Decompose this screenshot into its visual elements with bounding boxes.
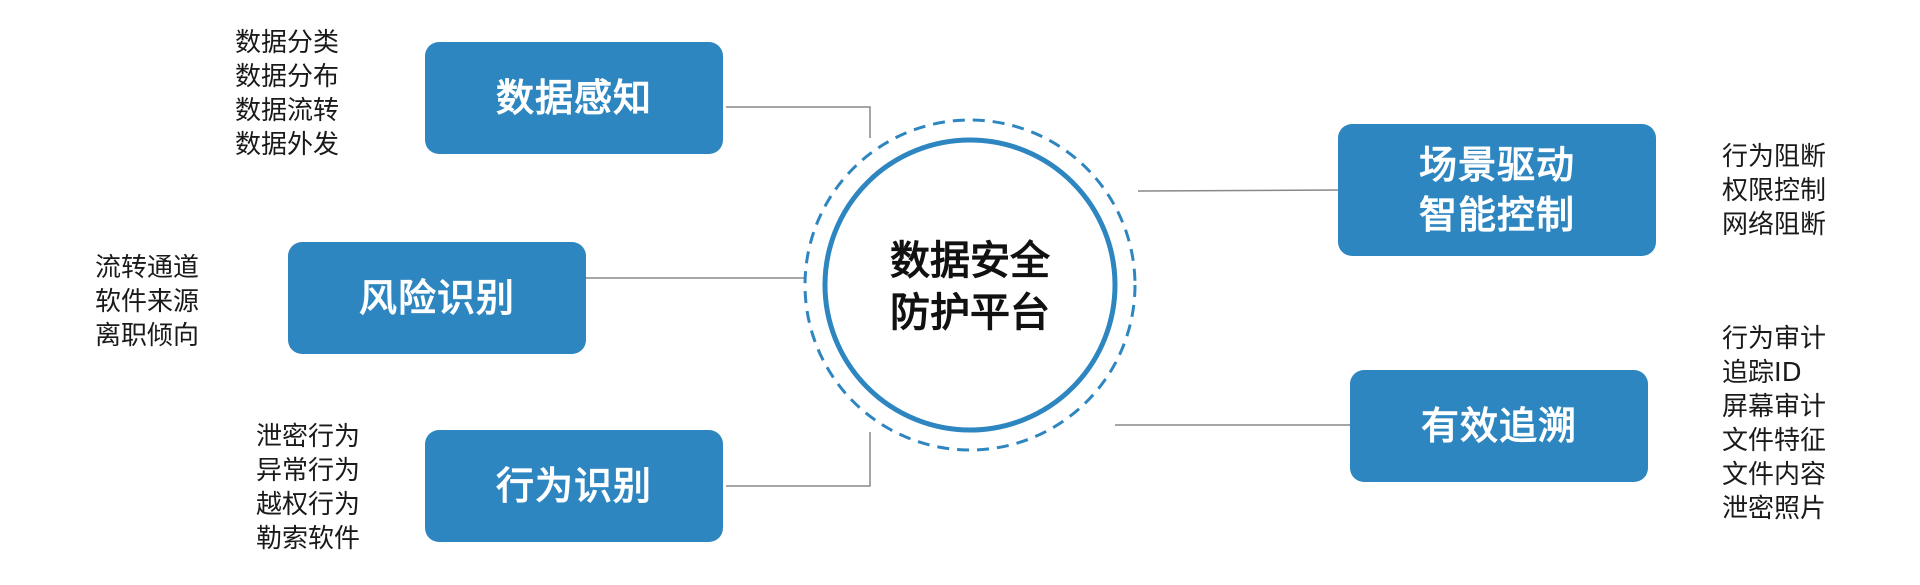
list-item: 行为审计 — [1722, 324, 1827, 354]
behavior-identification-label: 行为识别 — [495, 464, 652, 508]
scenario-control-label-line1: 场景驱动 — [1418, 143, 1575, 187]
platform-title: 数据安全 防护平台 — [820, 235, 1120, 339]
list-item: 越权行为 — [256, 490, 361, 520]
scenario-control-label-line2: 智能控制 — [1418, 193, 1575, 237]
inner-ring — [822, 137, 1118, 433]
list-item: 软件来源 — [95, 287, 200, 317]
list-item: 数据分类 — [235, 28, 340, 58]
effective-tracing-box: 有效追溯 — [1350, 370, 1648, 482]
data-perception-box: 数据感知 — [425, 42, 723, 154]
data-perception-list: 数据分类 数据分布 数据流转 数据外发 — [235, 26, 339, 162]
effective-tracing-label: 有效追溯 — [1420, 404, 1577, 448]
list-item: 文件内容 — [1722, 460, 1827, 490]
outer-dashed-ring — [803, 118, 1137, 452]
behavior-identification-list: 泄密行为 异常行为 越权行为 勒索软件 — [256, 420, 360, 556]
list-item: 行为阻断 — [1722, 142, 1827, 172]
list-item: 追踪ID — [1722, 358, 1802, 388]
list-item: 异常行为 — [256, 456, 361, 486]
platform-title-line2: 防护平台 — [890, 290, 1050, 336]
platform-title-line1: 数据安全 — [890, 238, 1050, 284]
scenario-control-list: 行为阻断 权限控制 网络阻断 — [1722, 140, 1826, 242]
list-item: 屏幕审计 — [1722, 392, 1827, 422]
list-item: 文件特征 — [1722, 426, 1827, 456]
list-item: 数据外发 — [235, 130, 340, 160]
list-item: 流转通道 — [95, 253, 200, 283]
connector-behavior-identification — [726, 432, 871, 487]
list-item: 数据流转 — [235, 96, 340, 126]
scenario-control-box: 场景驱动 智能控制 — [1338, 124, 1656, 256]
list-item: 泄密行为 — [256, 422, 361, 452]
list-item: 勒索软件 — [256, 524, 361, 554]
effective-tracing-list: 行为审计 追踪ID 屏幕审计 文件特征 文件内容 泄密照片 — [1722, 322, 1826, 526]
connector-data-perception — [726, 106, 871, 138]
data-perception-label: 数据感知 — [495, 76, 652, 120]
connector-scenario-control — [1137, 189, 1341, 192]
list-item: 网络阻断 — [1722, 210, 1827, 240]
list-item: 权限控制 — [1722, 176, 1827, 206]
behavior-identification-box: 行为识别 — [425, 430, 723, 542]
list-item: 数据分布 — [235, 62, 340, 92]
list-item: 泄密照片 — [1722, 494, 1827, 524]
risk-identification-list: 流转通道 软件来源 离职倾向 — [95, 251, 199, 353]
risk-identification-label: 风险识别 — [358, 276, 515, 320]
list-item: 离职倾向 — [95, 321, 200, 351]
risk-identification-box: 风险识别 — [288, 242, 586, 354]
